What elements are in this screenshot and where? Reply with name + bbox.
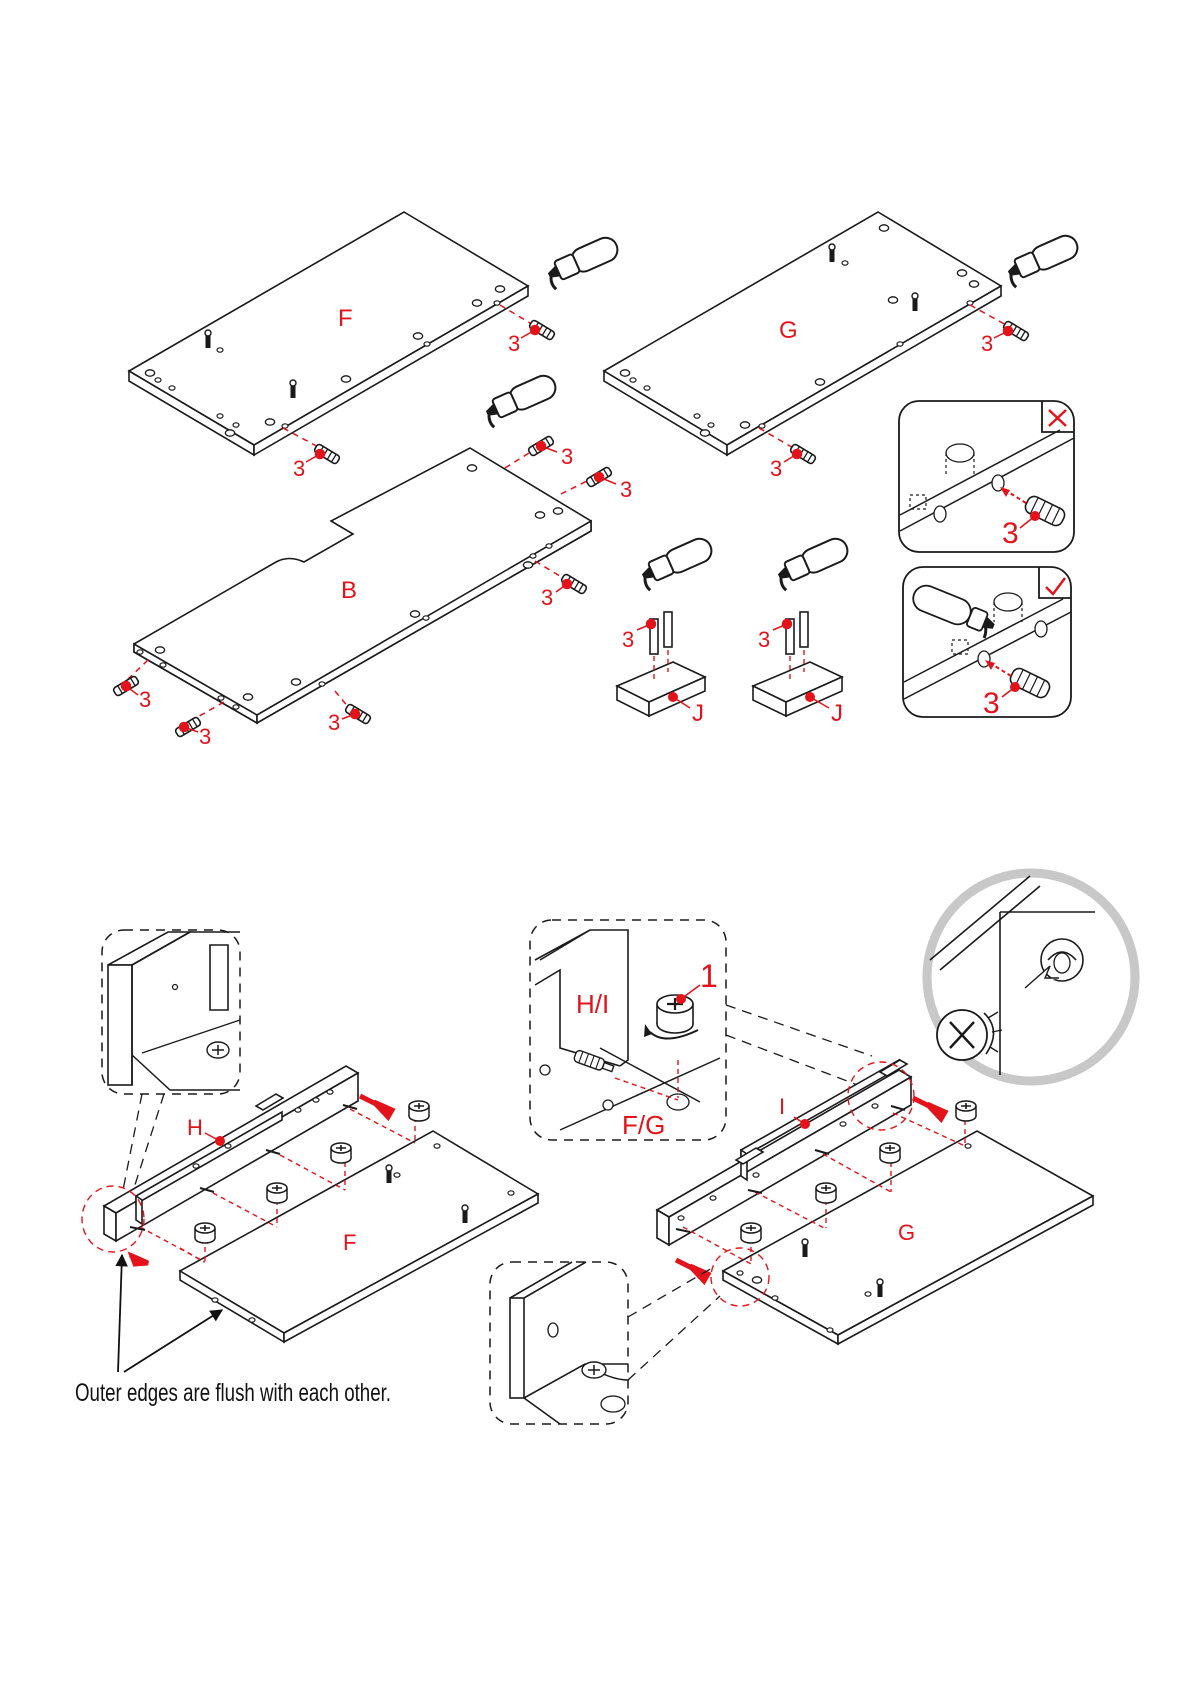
dowel-qty: 3 bbox=[328, 710, 340, 735]
glue-bottle-icon bbox=[773, 535, 852, 591]
dowel-qty: 3 bbox=[981, 331, 993, 356]
direction-arrow-icon bbox=[913, 1098, 945, 1119]
panel-label-f: F bbox=[338, 305, 353, 332]
hint-box-wrong: 3 bbox=[899, 401, 1074, 552]
magnifier-circle bbox=[927, 873, 1135, 1081]
block-label-j-2: J bbox=[831, 700, 843, 727]
dowel-qty: 3 bbox=[770, 456, 782, 481]
dowel-qty: 3 bbox=[293, 456, 305, 481]
detail-bar-label: H/I bbox=[576, 989, 609, 1019]
direction-arrow-icon bbox=[130, 1255, 148, 1264]
cam-lock-icon bbox=[741, 1223, 761, 1243]
cam-lock-icon bbox=[331, 1143, 351, 1163]
glue-bottle-icon bbox=[481, 372, 560, 428]
block-j-dowels bbox=[650, 612, 808, 654]
detail-box-left bbox=[102, 930, 240, 1094]
detail-connectors-bottom bbox=[628, 1268, 720, 1380]
cam-lock-icon bbox=[195, 1223, 215, 1243]
block-label-j-1: J bbox=[692, 700, 704, 727]
detail-part-number: 1 bbox=[700, 958, 718, 994]
dowel-qty: 3 bbox=[622, 627, 634, 652]
glue-bottle-icon bbox=[543, 234, 622, 290]
cam-lock-icon bbox=[816, 1183, 836, 1203]
bar-label-i: I bbox=[779, 1094, 785, 1119]
dowel-qty: 3 bbox=[541, 585, 553, 610]
panel-f bbox=[129, 212, 528, 455]
hint-part-wrong: 3 bbox=[1002, 517, 1019, 550]
flush-caption: Outer edges are flush with each other. bbox=[75, 1379, 391, 1407]
detail-panel-label: F/G bbox=[622, 1110, 665, 1140]
glue-bottle-icon bbox=[1003, 232, 1082, 288]
panel-label-g: G bbox=[779, 317, 798, 344]
hint-box-right: 3 bbox=[903, 567, 1071, 720]
panel-label-g-bottom: G bbox=[898, 1220, 915, 1245]
hint-part-right: 3 bbox=[983, 687, 1000, 720]
glue-bottle-icon bbox=[637, 535, 716, 591]
direction-arrow-icon bbox=[676, 1260, 708, 1281]
cam-lock-icon bbox=[880, 1143, 900, 1163]
detail-box-middle: 1 H/I F/G bbox=[530, 920, 726, 1140]
detail-connectors-middle bbox=[726, 1005, 876, 1092]
panel-label-b: B bbox=[341, 577, 357, 604]
dowel-qty: 3 bbox=[199, 724, 211, 749]
direction-arrow-icon bbox=[360, 1096, 392, 1117]
cam-lock-icon bbox=[267, 1183, 287, 1203]
dowel-qty: 3 bbox=[758, 627, 770, 652]
panel-label-f-bottom: F bbox=[343, 1230, 356, 1255]
dowel-qty: 3 bbox=[139, 687, 151, 712]
bar-label-h: H bbox=[187, 1115, 203, 1140]
detail-box-bottom bbox=[490, 1262, 628, 1424]
cam-lock-icon bbox=[409, 1101, 429, 1121]
cam-lock-icon bbox=[956, 1101, 976, 1121]
panel-b bbox=[134, 448, 591, 723]
dowel-qty: 3 bbox=[620, 477, 632, 502]
dowel-qty: 3 bbox=[508, 331, 520, 356]
dowel-qty: 3 bbox=[561, 444, 573, 469]
